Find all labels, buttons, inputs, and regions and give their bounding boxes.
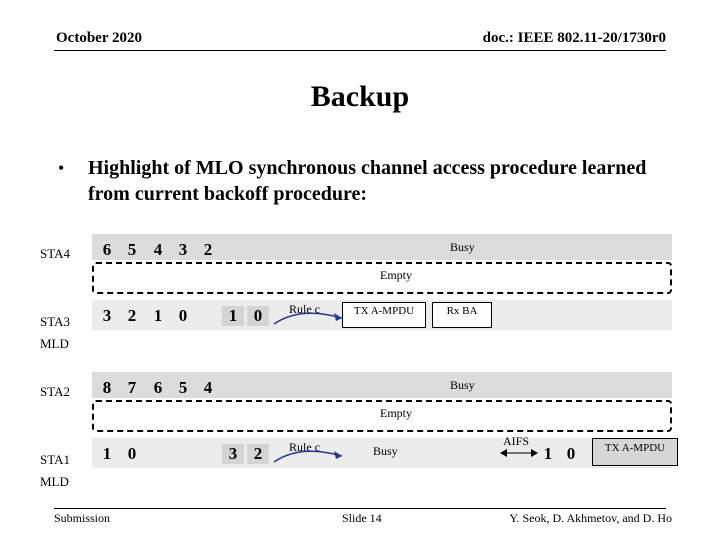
backoff-digit: 0 [247, 306, 269, 326]
backoff-digit: 0 [566, 444, 576, 463]
backoff-digit: 0 [127, 444, 137, 463]
header-date: October 2020 [56, 30, 142, 46]
footer-slide-number: Slide 14 [342, 511, 382, 525]
backoff-digit: 6 [153, 378, 163, 397]
backoff-digit: 2 [203, 240, 213, 259]
empty-label: Empty [380, 406, 412, 420]
backoff-digit: 4 [153, 240, 163, 259]
sta4-busy-label: Busy [450, 240, 475, 254]
sta1-label: STA1 [40, 452, 71, 467]
sta1-timeline-band [92, 438, 672, 468]
header-divider [54, 50, 666, 51]
empty-link-region [92, 400, 672, 432]
footer-submission: Submission [54, 511, 111, 525]
sta2-label: STA2 [40, 384, 71, 399]
bullet-text: Highlight of MLO synchronous channel acc… [88, 157, 647, 205]
backoff-digit: 3 [102, 306, 112, 325]
backoff-digit: 2 [127, 306, 137, 325]
backoff-digit: 2 [247, 444, 269, 464]
footer-divider [54, 508, 666, 509]
mld-label: MLD [40, 474, 69, 489]
rule-arrow [273, 450, 343, 463]
backoff-digit: 3 [222, 444, 244, 464]
sta4-label: STA4 [40, 246, 71, 261]
backoff-digit: 5 [178, 378, 188, 397]
backoff-digit: 1 [222, 306, 244, 326]
sta3-rx-ba-box: Rx BA [432, 302, 492, 328]
backoff-digit: 3 [178, 240, 188, 259]
backoff-digit: 1 [543, 444, 553, 463]
empty-label: Empty [380, 268, 412, 282]
backoff-digit: 1 [153, 306, 163, 325]
rule-arrow [273, 312, 343, 325]
sta2-busy-label: Busy [450, 378, 475, 392]
sta1-tx-ampdu-box: TX A-MPDU [592, 438, 678, 466]
backoff-digit: 8 [102, 378, 112, 397]
backoff-digit: 6 [102, 240, 112, 259]
sta3-label: STA3 [40, 314, 71, 329]
backoff-digit: 4 [203, 378, 213, 397]
backoff-digit: 7 [127, 378, 137, 397]
sta4-busy-band [92, 234, 672, 260]
sta1-busy-label: Busy [373, 444, 398, 458]
mld-label: MLD [40, 336, 69, 351]
aifs-double-arrow [500, 449, 538, 457]
backoff-digit: 1 [102, 444, 112, 463]
aifs-label: AIFS [503, 434, 530, 448]
backoff-digit: 0 [178, 306, 188, 325]
slide-title: Backup [310, 80, 410, 113]
sta2-busy-band [92, 372, 672, 398]
empty-link-region [92, 262, 672, 294]
backoff-digit: 5 [127, 240, 137, 259]
header-doc-id: doc.: IEEE 802.11-20/1730r0 [482, 30, 666, 46]
footer-authors: Y. Seok, D. Akhmetov, and D. Ho [509, 511, 672, 525]
sta3-tx-ampdu-box: TX A-MPDU [342, 302, 426, 328]
bullet-marker: • [58, 158, 65, 178]
